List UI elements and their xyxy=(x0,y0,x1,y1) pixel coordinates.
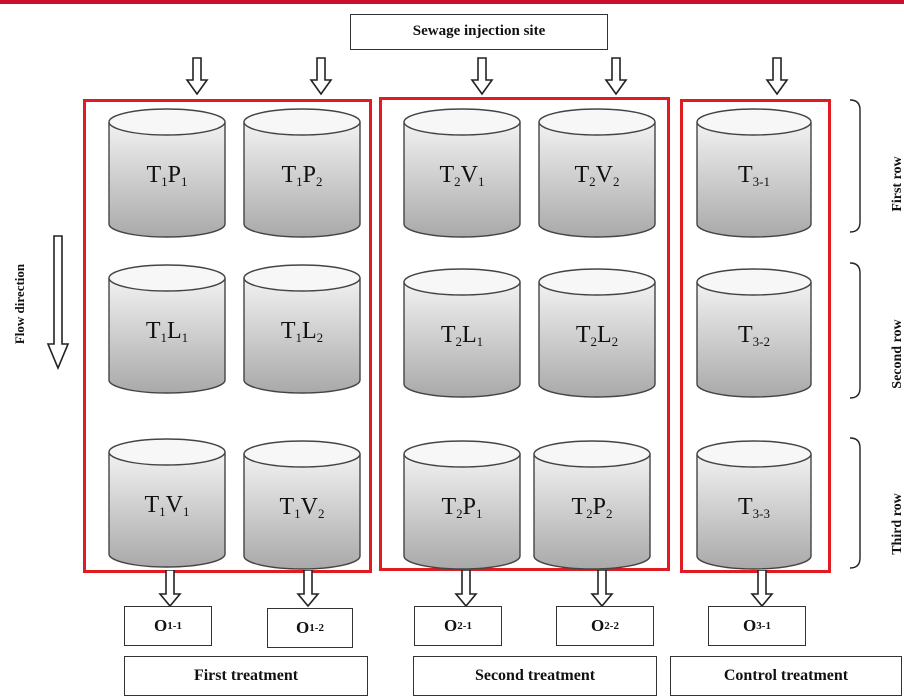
tank-t2l2: T2L2 xyxy=(538,268,656,398)
tank-t1l2: T1L2 xyxy=(243,264,361,394)
tank-t33: T3-3 xyxy=(696,440,812,570)
top-accent-bar xyxy=(0,0,904,4)
row-brackets xyxy=(849,99,861,569)
tank-label: T3-1 xyxy=(737,162,770,189)
cylinder-icon xyxy=(538,108,656,238)
tank-label: T2V1 xyxy=(439,162,485,189)
row-label-second: Second row xyxy=(890,319,904,389)
row-label-third: Third row xyxy=(890,493,904,555)
tank-label: T2V2 xyxy=(574,162,620,189)
tank-label: T1V2 xyxy=(279,494,325,521)
tank-t32: T3-2 xyxy=(696,268,812,398)
tank-label: T2P2 xyxy=(571,494,613,521)
row-label-first: First row xyxy=(890,156,904,212)
cylinder-icon xyxy=(108,108,226,238)
inlet-arrow-4 xyxy=(605,57,627,95)
cylinder-icon xyxy=(243,264,361,394)
cylinder-icon xyxy=(243,108,361,238)
second-treatment-group xyxy=(379,97,670,571)
tank-label: T2L1 xyxy=(440,322,484,349)
tank-t1p1: T1P1 xyxy=(108,108,226,238)
tank-label: T1L1 xyxy=(145,318,189,345)
outlet-arrow-3 xyxy=(454,570,478,608)
cylinder-icon xyxy=(403,108,521,238)
inlet-arrow-5 xyxy=(766,57,788,95)
cylinder-icon xyxy=(108,264,226,394)
outlet-arrow-5 xyxy=(750,570,774,608)
cylinder-icon xyxy=(696,268,812,398)
inlet-arrows xyxy=(186,57,788,95)
flow-direction-label: Flow direction xyxy=(12,263,27,345)
control-treatment-group xyxy=(680,99,831,573)
tank-t2v1: T2V1 xyxy=(403,108,521,238)
tank-label: T1P2 xyxy=(281,162,323,189)
inlet-arrow-3 xyxy=(471,57,493,95)
tank-t1p2: T1P2 xyxy=(243,108,361,238)
first-treatment-label: First treatment xyxy=(124,656,368,696)
tank-t2p2: T2P2 xyxy=(533,440,651,570)
tank-label: T2L2 xyxy=(575,322,619,349)
cylinder-icon xyxy=(696,440,812,570)
cylinder-icon xyxy=(243,440,361,570)
tank-label: T1V1 xyxy=(144,492,190,519)
tank-label: T3-2 xyxy=(737,322,770,349)
tank-label: T1P1 xyxy=(146,162,188,189)
flow-direction-arrow xyxy=(46,235,70,371)
control-treatment-label: Control treatment xyxy=(670,656,902,696)
tank-t2v2: T2V2 xyxy=(538,108,656,238)
outlet-arrow-2 xyxy=(296,570,320,608)
cylinder-icon xyxy=(696,108,812,238)
tank-label: T1L2 xyxy=(280,318,324,345)
outlet-arrows xyxy=(158,570,774,608)
cylinder-icon xyxy=(533,440,651,570)
cylinder-icon xyxy=(108,438,226,568)
tank-t1v2: T1V2 xyxy=(243,440,361,570)
tank-label: T2P1 xyxy=(441,494,483,521)
first-treatment-group xyxy=(83,99,372,573)
second-treatment-label: Second treatment xyxy=(413,656,657,696)
inlet-arrow-2 xyxy=(310,57,332,95)
tank-label: T3-3 xyxy=(737,494,770,521)
cylinder-icon xyxy=(403,440,521,570)
cylinder-icon xyxy=(403,268,521,398)
tank-t2p1: T2P1 xyxy=(403,440,521,570)
tank-t1v1: T1V1 xyxy=(108,438,226,568)
outlet-arrow-4 xyxy=(590,570,614,608)
cylinder-icon xyxy=(538,268,656,398)
tank-t2l1: T2L1 xyxy=(403,268,521,398)
tank-t31: T3-1 xyxy=(696,108,812,238)
tank-t1l1: T1L1 xyxy=(108,264,226,394)
inlet-arrow-1 xyxy=(186,57,208,95)
outlet-arrow-1 xyxy=(158,570,182,608)
sewage-injection-label: Sewage injection site xyxy=(350,14,608,50)
